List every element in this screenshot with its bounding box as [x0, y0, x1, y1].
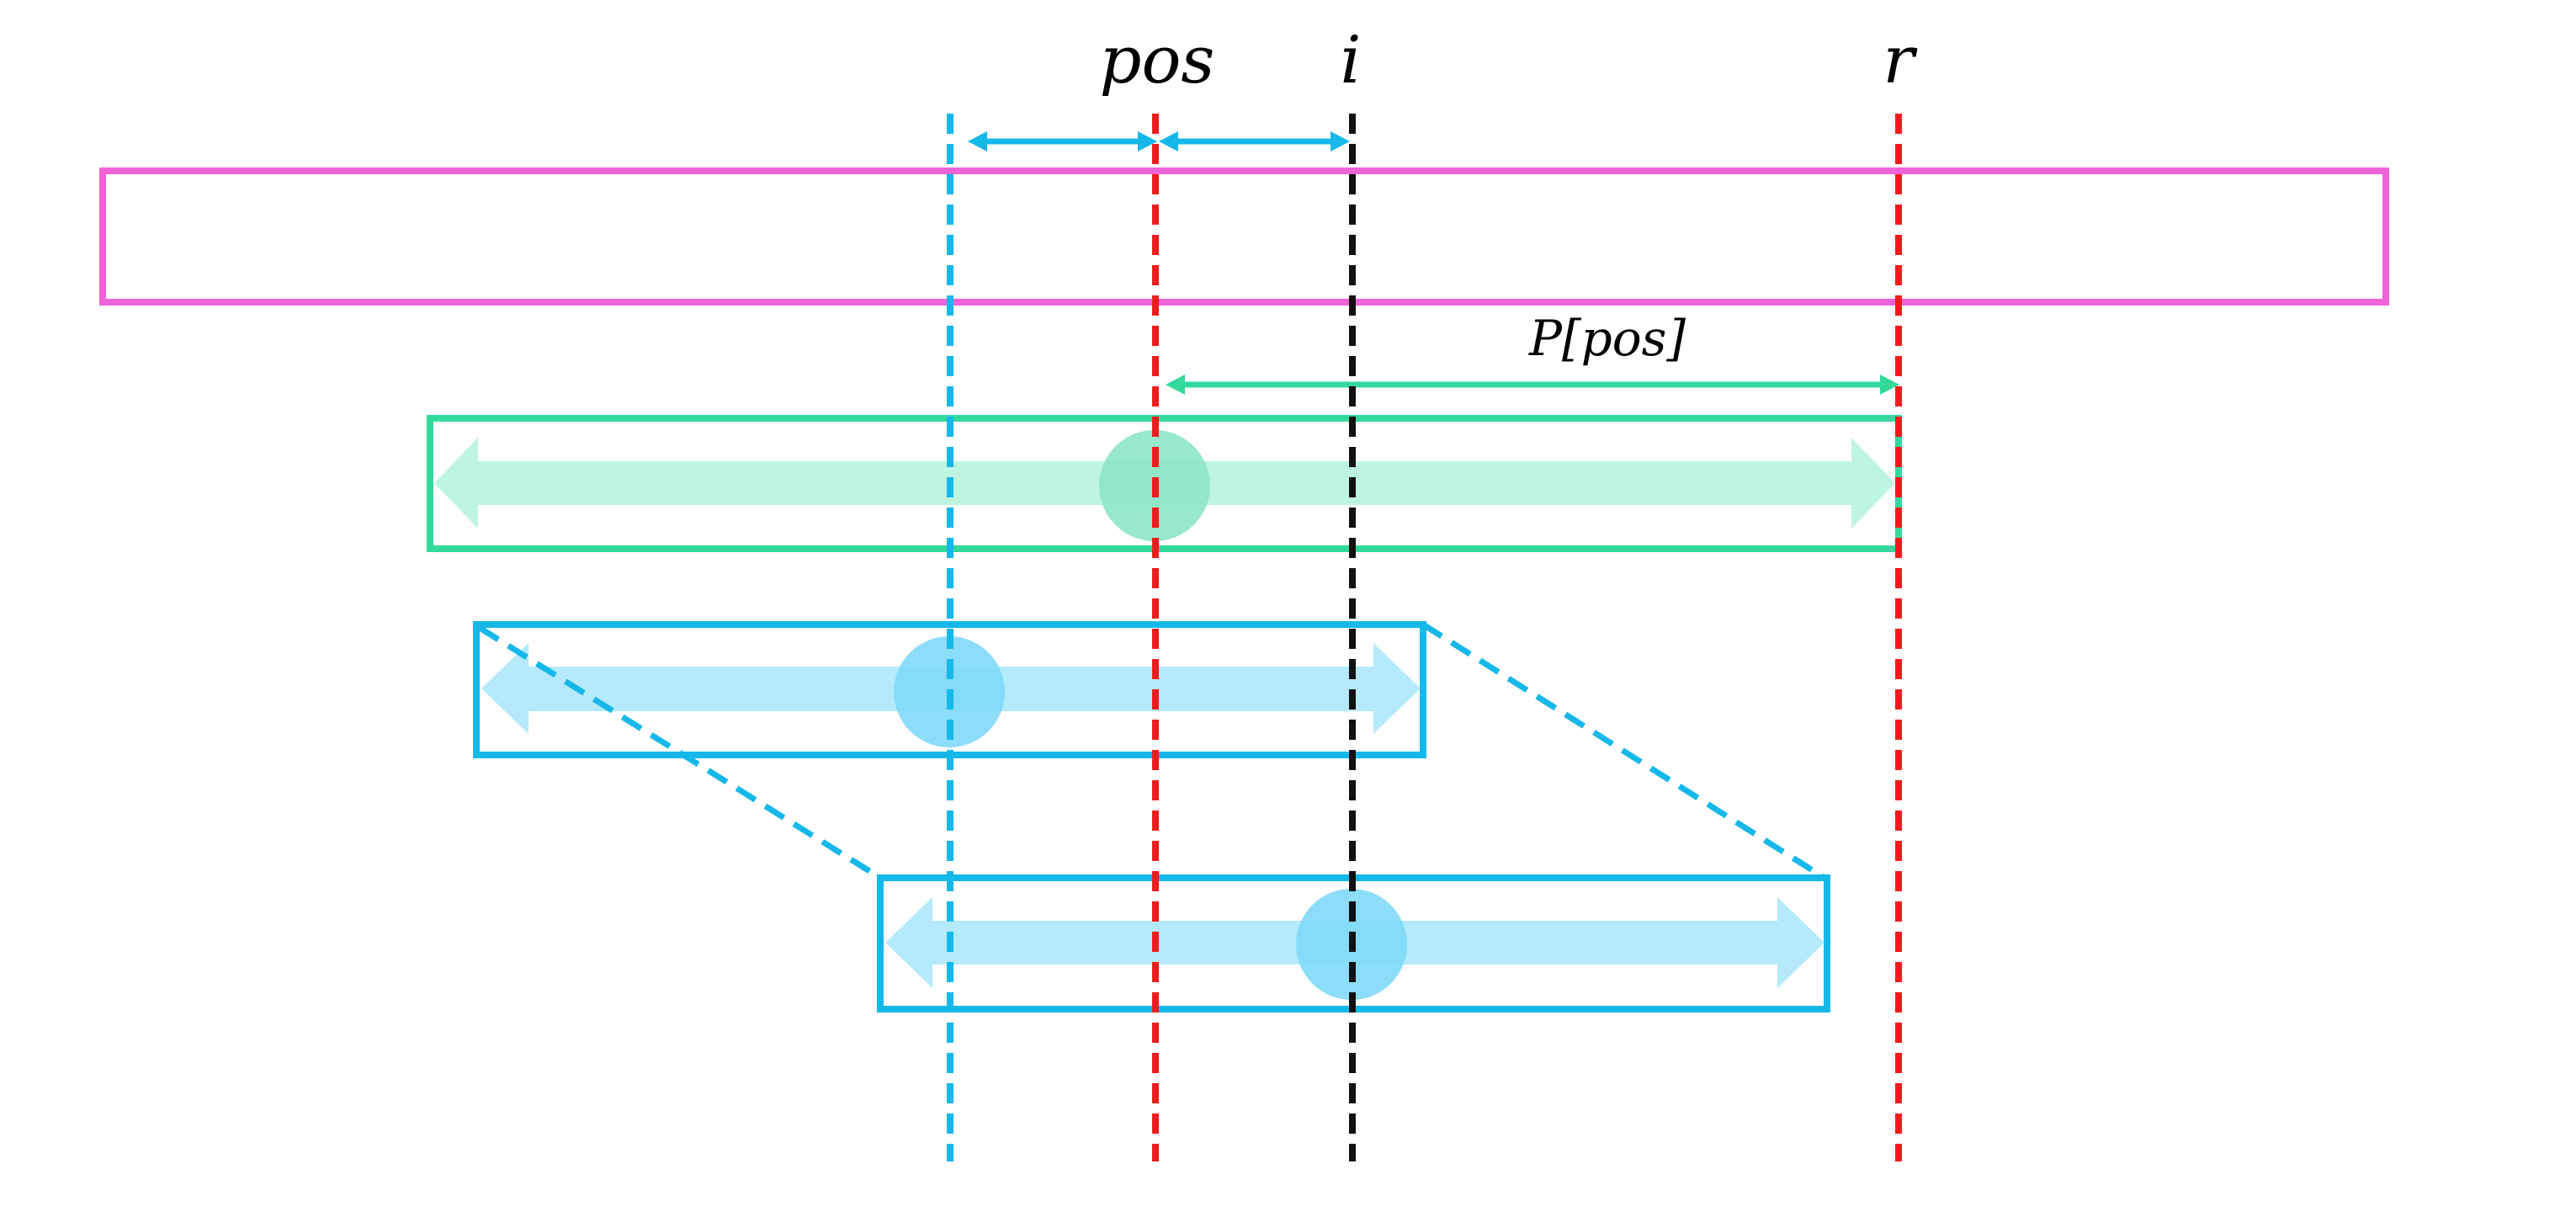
outer-string-box [99, 167, 2389, 306]
label-p-pos: P[pos] [1528, 310, 1686, 367]
label-r: r [1883, 23, 1918, 98]
radius-arrowhead-left [1166, 375, 1185, 395]
right-distance-arrowhead-left [1159, 131, 1178, 151]
mirror-connector-left [478, 625, 882, 880]
mirror-distance-arrows [968, 131, 1350, 151]
label-pos: pos [1100, 23, 1215, 98]
right-distance-arrowhead-right [1330, 131, 1350, 151]
palindrome-at-pos [427, 415, 1902, 552]
radius-arrowhead-right [1880, 375, 1899, 395]
label-i: i [1341, 23, 1362, 98]
mirror-connector-right [1421, 622, 1826, 880]
left-distance-arrowhead-left [968, 131, 987, 151]
left-distance-arrowhead-right [1138, 131, 1157, 151]
